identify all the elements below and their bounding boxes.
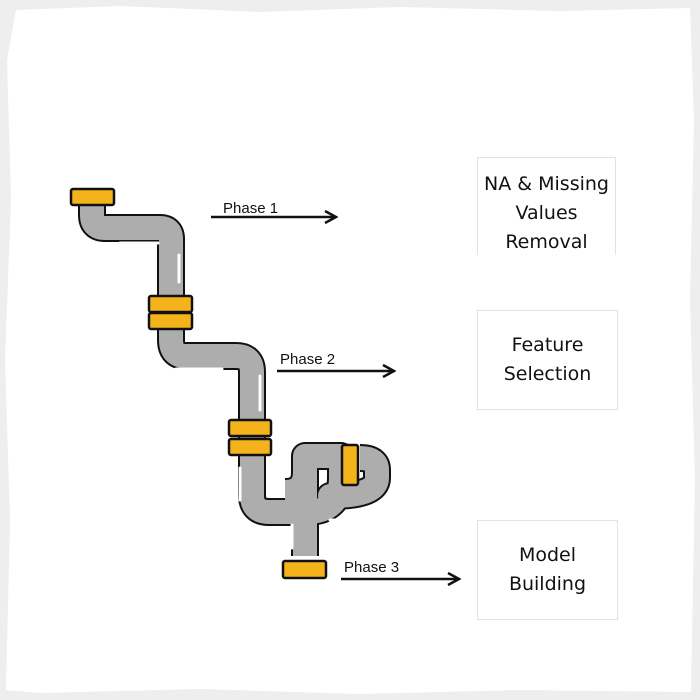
stage-text-line: Values	[515, 202, 578, 224]
pipe-fittings	[69, 187, 360, 580]
phase-2-label: Phase 2	[280, 351, 336, 368]
stage-text-line: Model	[518, 544, 577, 566]
stage-text-line: Feature	[511, 334, 584, 356]
coupling-upper	[227, 418, 273, 438]
stage-box-missing-values: NA & Missing Values Removal	[477, 157, 616, 255]
stage-text-line: Building	[508, 573, 587, 595]
coupling-lower	[227, 437, 273, 457]
phase-3-label: Phase 3	[344, 559, 400, 576]
stage-box-feature-selection: Feature Selection	[477, 310, 618, 410]
stage-text-line: Selection	[503, 363, 592, 385]
stage-box-model-building: Model Building	[477, 520, 618, 620]
stage-text-line: Removal	[505, 231, 588, 253]
pipe-fill	[80, 200, 389, 556]
coupling-upper	[147, 294, 194, 314]
bottom-fitting	[281, 559, 328, 580]
top-fitting	[69, 187, 116, 207]
phase-1-label: Phase 1	[223, 200, 279, 217]
side-fitting	[340, 443, 360, 487]
coupling-lower	[147, 311, 194, 331]
pipe-highlights	[118, 241, 372, 550]
stage-text-line: NA & Missing	[484, 173, 609, 195]
